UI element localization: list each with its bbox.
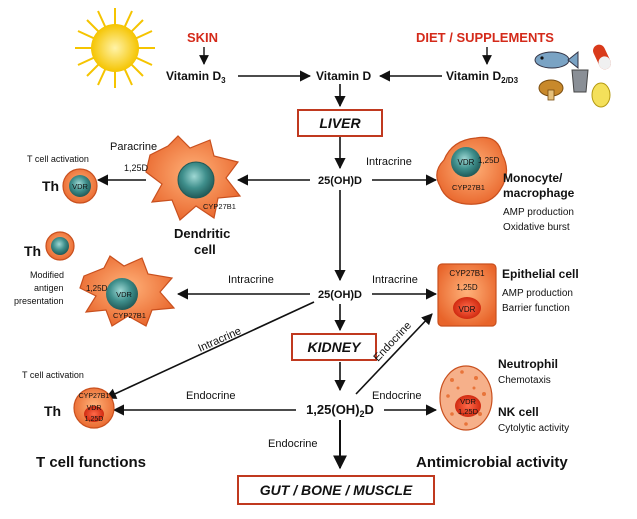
monocyte-metabolite-label: 1,25D bbox=[478, 156, 500, 165]
epithelial-func2: Barrier function bbox=[502, 303, 570, 314]
t-cell-functions-label: T cell functions bbox=[36, 454, 146, 471]
liver-label: LIVER bbox=[319, 115, 361, 131]
liver-box: LIVER bbox=[297, 109, 383, 137]
th3-metabolite-label: 1,25D bbox=[85, 416, 104, 423]
dendritic-cell-2: VDR 1,25D CYP27B1 bbox=[79, 255, 176, 327]
epithelial-func1: AMP production bbox=[502, 288, 573, 299]
intracrine-diag-label: Intracrine bbox=[196, 325, 243, 355]
th3-vdr-label: VDR bbox=[87, 405, 102, 412]
th1-caption: T cell activation bbox=[27, 154, 89, 164]
monocyte-enzyme-label: CYP27B1 bbox=[452, 183, 485, 192]
th2-label: Th bbox=[24, 243, 41, 259]
capsule-icon bbox=[591, 82, 611, 108]
25ohd-to-th3-arrow bbox=[104, 301, 315, 399]
monocyte-cell: VDR 1,25D CYP27B1 bbox=[436, 136, 508, 205]
th-cell-2 bbox=[45, 231, 75, 261]
gut-bone-muscle-label: GUT / BONE / MUSCLE bbox=[260, 482, 413, 498]
gut-bone-muscle-box: GUT / BONE / MUSCLE bbox=[237, 475, 435, 505]
antimicrobial-activity-label: Antimicrobial activity bbox=[416, 454, 568, 471]
monocyte-func1: AMP production bbox=[503, 207, 574, 218]
epithelial-enzyme-label: CYP27B1 bbox=[449, 269, 485, 278]
125ohd-label: 1,25(OH)2D bbox=[306, 402, 374, 419]
dendritic-cell-label-l2: cell bbox=[194, 242, 216, 257]
endocrine-gut-label: Endocrine bbox=[268, 438, 318, 450]
monocyte-vdr-label: VDR bbox=[458, 158, 475, 167]
pill-icon bbox=[593, 44, 611, 70]
nk-cell-title: NK cell bbox=[498, 405, 539, 419]
th1-vdr-label: VDR bbox=[72, 182, 88, 191]
25ohd-top-label: 25(OH)D bbox=[318, 175, 362, 187]
endocrine-th-label: Endocrine bbox=[186, 390, 236, 402]
epithelial-cell: CYP27B1 1,25D VDR bbox=[437, 263, 497, 327]
th1-label: Th bbox=[42, 178, 59, 194]
dendritic1-enzyme-label: CYP27B1 bbox=[203, 202, 236, 211]
25ohd-mid-label: 25(OH)D bbox=[318, 289, 362, 301]
intracrine-monocyte-label: Intracrine bbox=[366, 156, 412, 168]
monocyte-title-l2: macrophage bbox=[503, 186, 575, 200]
monocyte-title-l1: Monocyte/ bbox=[503, 171, 563, 185]
th-cell-3: CYP27B1 VDR 1,25D bbox=[73, 387, 115, 429]
mushroom-icon bbox=[538, 79, 564, 101]
th2-caption-l3: presentation bbox=[14, 296, 64, 306]
fish-icon bbox=[534, 50, 579, 70]
skin-label: SKIN bbox=[187, 30, 218, 45]
monocyte-func2: Oxidative burst bbox=[503, 222, 570, 233]
dendritic-cell-label-l1: Dendritic bbox=[174, 226, 230, 241]
kidney-box: KIDNEY bbox=[291, 333, 377, 361]
neutrophil-metabolite-label: 1,25D bbox=[458, 407, 479, 416]
th2-caption-l1: Modified bbox=[30, 270, 64, 280]
neutrophil-vdr-label: VDR bbox=[460, 397, 476, 406]
neutrophil-func: Chemotaxis bbox=[498, 375, 551, 386]
diet-label: DIET / SUPPLEMENTS bbox=[416, 30, 554, 45]
glass-icon bbox=[571, 69, 589, 93]
th3-label: Th bbox=[44, 403, 61, 419]
intracrine-epithelial-label: Intracrine bbox=[372, 274, 418, 286]
epithelial-title: Epithelial cell bbox=[502, 267, 579, 281]
epithelial-metabolite-label: 1,25D bbox=[456, 283, 478, 292]
paracrine-sub-label: 1,25D bbox=[124, 163, 149, 173]
th2-caption-l2: antigen bbox=[34, 283, 64, 293]
epithelial-vdr-label: VDR bbox=[459, 305, 476, 314]
paracrine-label: Paracrine bbox=[110, 141, 157, 153]
sun-icon bbox=[75, 8, 155, 88]
neutrophil-title: Neutrophil bbox=[498, 357, 558, 371]
th-cell-1: VDR bbox=[62, 168, 98, 204]
dendritic-cell-1: CYP27B1 bbox=[145, 135, 242, 222]
vitamin-d3-label: Vitamin D3 bbox=[166, 69, 226, 85]
th3-enzyme-label: CYP27B1 bbox=[79, 393, 110, 400]
vitamin-d-label: Vitamin D bbox=[316, 69, 371, 83]
dendritic2-enzyme-label: CYP27B1 bbox=[113, 311, 146, 320]
kidney-label: KIDNEY bbox=[308, 339, 363, 355]
th3-caption: T cell activation bbox=[22, 370, 84, 380]
endocrine-epithelial-label: Endocrine bbox=[371, 320, 414, 364]
dendritic2-metabolite-label: 1,25D bbox=[86, 284, 108, 293]
neutrophil-cell: VDR 1,25D bbox=[439, 365, 493, 431]
endocrine-neutrophil-label: Endocrine bbox=[372, 390, 422, 402]
intracrine-dendritic-label: Intracrine bbox=[228, 274, 274, 286]
nk-cell-func: Cytolytic activity bbox=[498, 423, 569, 434]
vitamin-d2d3-label: Vitamin D2/D3 bbox=[446, 69, 519, 85]
dendritic2-vdr-label: VDR bbox=[116, 290, 132, 299]
125d-to-epithelial-arrow bbox=[355, 313, 433, 395]
